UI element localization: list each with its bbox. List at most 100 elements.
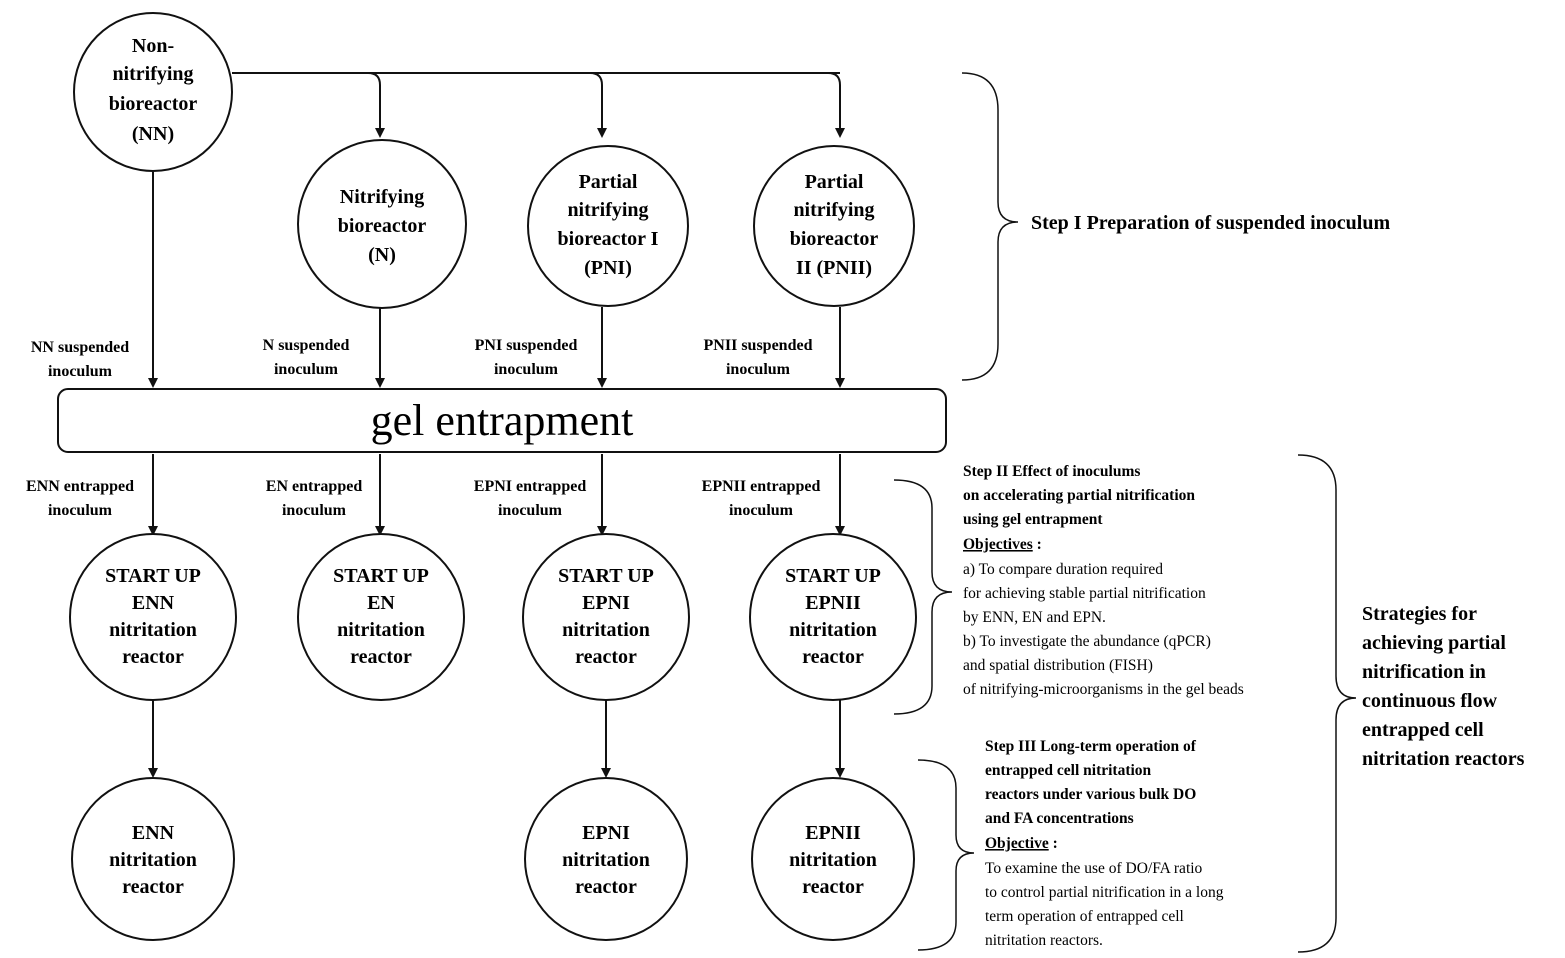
node-start-epnii-line-4: reactor (802, 646, 864, 668)
node-epni-line-1: EPNI (582, 822, 630, 844)
step-3-colon: : (1049, 835, 1058, 852)
step-3-title-4: and FA concentrations (985, 810, 1134, 827)
node-n-line-3: (N) (368, 244, 396, 266)
step-2-objectives-label: Objectives (963, 536, 1033, 553)
label-n-suspended-1: N suspended (263, 337, 350, 354)
node-epnii (751, 777, 915, 941)
strategies-line-5: entrapped cell (1362, 719, 1484, 741)
node-nn-line-1: Non- (132, 35, 174, 57)
node-nn-line-4: (NN) (132, 123, 174, 145)
brace-step-2 (893, 479, 953, 715)
label-pnii-suspended-2: inoculum (726, 361, 791, 378)
node-epni (524, 777, 688, 941)
step-3-line-1: To examine the use of DO/FA ratio (985, 860, 1203, 877)
brace-step-3 (917, 759, 975, 951)
node-pnii-line-3: bioreactor (790, 228, 879, 250)
node-epnii-line-2: nitritation (789, 849, 877, 871)
node-epni-line-2: nitritation (562, 849, 650, 871)
node-enn-line-3: reactor (122, 876, 184, 898)
node-n (297, 139, 467, 309)
arrow-nn-to-n (367, 72, 385, 138)
node-nn-line-3: bioreactor (109, 93, 198, 115)
label-enn-entrapped-2: inoculum (48, 502, 113, 519)
gel-entrapment-label: gel entrapment (371, 396, 634, 445)
node-pni (527, 145, 689, 307)
node-start-en-line-4: reactor (350, 646, 412, 668)
strategies-line-3: nitrification in (1362, 661, 1486, 683)
step-2-line-1: a) To compare duration required (963, 561, 1163, 578)
node-pnii-line-2: nitrifying (793, 199, 874, 221)
strategies-line-1: Strategies for (1362, 603, 1477, 625)
step-2-block: Step II Effect of inoculums on accelerat… (963, 463, 1244, 698)
step-2-title-2: on accelerating partial nitrification (963, 487, 1195, 504)
step-2-line-3: by ENN, EN and EPN. (963, 609, 1106, 626)
brace-step-1 (961, 72, 1019, 381)
node-start-epnii-line-3: nitritation (789, 619, 877, 641)
strategies-block: Strategies for achieving partial nitrifi… (1362, 603, 1525, 770)
strategies-line-4: continuous flow (1362, 690, 1498, 712)
step-3-title-1: Step III Long-term operation of (985, 738, 1197, 755)
label-n-suspended-2: inoculum (274, 361, 339, 378)
node-nn-line-2: nitrifying (112, 63, 193, 85)
step-3-objective-label: Objective (985, 835, 1049, 852)
step-2-title-3: using gel entrapment (963, 511, 1103, 528)
node-epni-line-3: reactor (575, 876, 637, 898)
label-epni-entrapped-1: EPNI entrapped (474, 478, 587, 495)
label-enn-entrapped-1: ENN entrapped (26, 478, 134, 495)
node-start-en-line-2: EN (367, 592, 395, 614)
label-epnii-entrapped-2: inoculum (729, 502, 794, 519)
node-start-en-line-3: nitritation (337, 619, 425, 641)
label-epni-entrapped-2: inoculum (498, 502, 563, 519)
node-start-epni-line-1: START UP (558, 565, 654, 587)
node-enn (71, 777, 235, 941)
node-pni-line-1: Partial (579, 171, 638, 193)
strategies-line-2: achieving partial (1362, 632, 1506, 654)
node-start-epni (522, 533, 690, 701)
node-pni-line-2: nitrifying (567, 199, 648, 221)
step-1-label: Step I Preparation of suspended inoculum (1031, 212, 1390, 234)
step-3-block: Step III Long-term operation of entrappe… (985, 738, 1224, 949)
node-pnii-line-1: Partial (805, 171, 864, 193)
node-start-enn-line-3: nitritation (109, 619, 197, 641)
node-epnii-line-1: EPNII (805, 822, 861, 844)
node-start-epni-line-3: nitritation (562, 619, 650, 641)
step-3-line-4: nitritation reactors. (985, 932, 1103, 949)
svg-text:Objectives :: Objectives : (963, 536, 1042, 553)
node-start-enn-line-4: reactor (122, 646, 184, 668)
node-pnii (753, 145, 915, 307)
node-start-enn-line-2: ENN (132, 592, 175, 614)
step-3-line-2: to control partial nitrification in a lo… (985, 884, 1224, 901)
node-enn-line-1: ENN (132, 822, 175, 844)
node-start-epnii-line-2: EPNII (805, 592, 861, 614)
step-2-colon: : (1033, 536, 1042, 553)
node-pni-line-4: (PNI) (584, 257, 632, 279)
arrow-nn-to-pni (589, 72, 607, 138)
step-2-title-1: Step II Effect of inoculums (963, 463, 1140, 480)
label-en-entrapped-2: inoculum (282, 502, 347, 519)
node-start-epnii (749, 533, 917, 701)
svg-text:Objective :: Objective : (985, 835, 1058, 852)
step-2-line-4: b) To investigate the abundance (qPCR) (963, 633, 1211, 650)
gel-entrapment-box (57, 388, 947, 453)
node-nn (73, 12, 233, 172)
step-2-line-6: of nitrifying-microorganisms in the gel … (963, 681, 1244, 698)
node-epnii-line-3: reactor (802, 876, 864, 898)
connectors (148, 72, 845, 778)
label-epnii-entrapped-1: EPNII entrapped (702, 478, 821, 495)
strategies-line-6: nitritation reactors (1362, 748, 1525, 770)
node-start-en (297, 533, 465, 701)
step-3-title-3: reactors under various bulk DO (985, 786, 1196, 803)
brace-strategies (1297, 454, 1357, 953)
label-en-entrapped-1: EN entrapped (266, 478, 363, 495)
node-pnii-line-4: II (PNII) (796, 257, 872, 279)
label-pni-suspended-1: PNI suspended (475, 337, 578, 354)
node-start-epni-line-4: reactor (575, 646, 637, 668)
step-3-title-2: entrapped cell nitritation (985, 762, 1152, 779)
step-2-line-2: for achieving stable partial nitrificati… (963, 585, 1206, 602)
arrow-nn-to-pnii (827, 72, 845, 138)
node-start-en-line-1: START UP (333, 565, 429, 587)
label-pnii-suspended-1: PNII suspended (704, 337, 813, 354)
node-n-line-2: bioreactor (338, 215, 427, 237)
node-start-enn (69, 533, 237, 701)
